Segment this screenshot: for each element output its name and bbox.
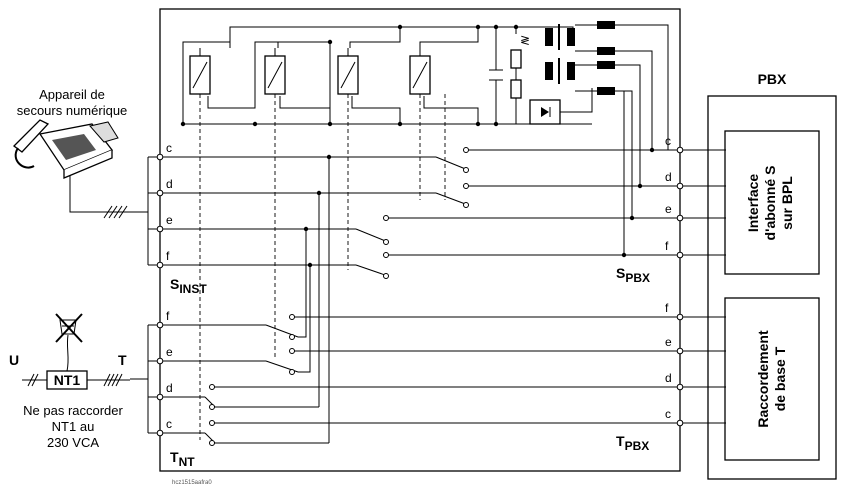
interface-bpl-label: Interface d'abonné S sur BPL — [745, 166, 795, 241]
svg-text:Interface: Interface — [745, 174, 761, 233]
cross-connections — [180, 24, 655, 443]
line-label: f — [166, 249, 170, 263]
t-bus-lines — [160, 314, 726, 446]
line-label: d — [166, 177, 173, 191]
pbx-label: PBX — [758, 71, 787, 87]
line-label: c — [166, 417, 172, 431]
nt1-label: NT1 — [54, 372, 81, 388]
line-label: c — [665, 134, 671, 148]
s-pbx-label: SPBX — [616, 265, 650, 285]
u-label: U — [9, 352, 19, 368]
backup-device-label-2: secours numérique — [17, 103, 128, 118]
line-label: e — [166, 213, 173, 227]
line-label: e — [665, 202, 672, 216]
line-label: d — [166, 381, 173, 395]
svg-text:Raccordement: Raccordement — [755, 330, 771, 428]
svg-text:d'abonné S: d'abonné S — [762, 166, 778, 241]
line-label: c — [665, 407, 671, 421]
right-terminals — [676, 146, 684, 427]
svg-text:de base T: de base T — [772, 346, 788, 411]
line-label: e — [166, 345, 173, 359]
relay-actuators — [199, 94, 446, 440]
left-terminals — [69, 153, 164, 437]
interface-bpl-box — [724, 130, 820, 275]
s-inst-label: SINST — [170, 276, 207, 296]
relay-coils — [189, 48, 431, 95]
warning-line-1: Ne pas raccorder — [23, 403, 123, 418]
footer-code: hcz1515aafra0 — [172, 480, 212, 486]
nt1-block — [22, 313, 130, 390]
transformer — [545, 21, 669, 255]
line-label: f — [665, 239, 669, 253]
line-label: f — [665, 301, 669, 315]
warning-line-3: 230 VCA — [47, 435, 99, 450]
telephone-icon — [13, 119, 119, 179]
t-pbx-label: TPBX — [616, 433, 649, 453]
svg-text:sur BPL: sur BPL — [779, 176, 795, 230]
warning-line-2: NT1 au — [52, 419, 95, 434]
line-label: e — [665, 335, 672, 349]
line-label: d — [665, 170, 672, 184]
raccordement-box — [724, 297, 820, 461]
t-label: T — [118, 352, 127, 368]
line-label: c — [166, 141, 172, 155]
line-label: f — [166, 309, 170, 323]
backup-device-label-1: Appareil de — [39, 87, 105, 102]
t-nt-label: TNT — [170, 449, 195, 469]
raccordement-label: Raccordement de base T — [755, 330, 788, 428]
line-label: d — [665, 371, 672, 385]
svg-text:≷: ≷ — [520, 33, 530, 47]
